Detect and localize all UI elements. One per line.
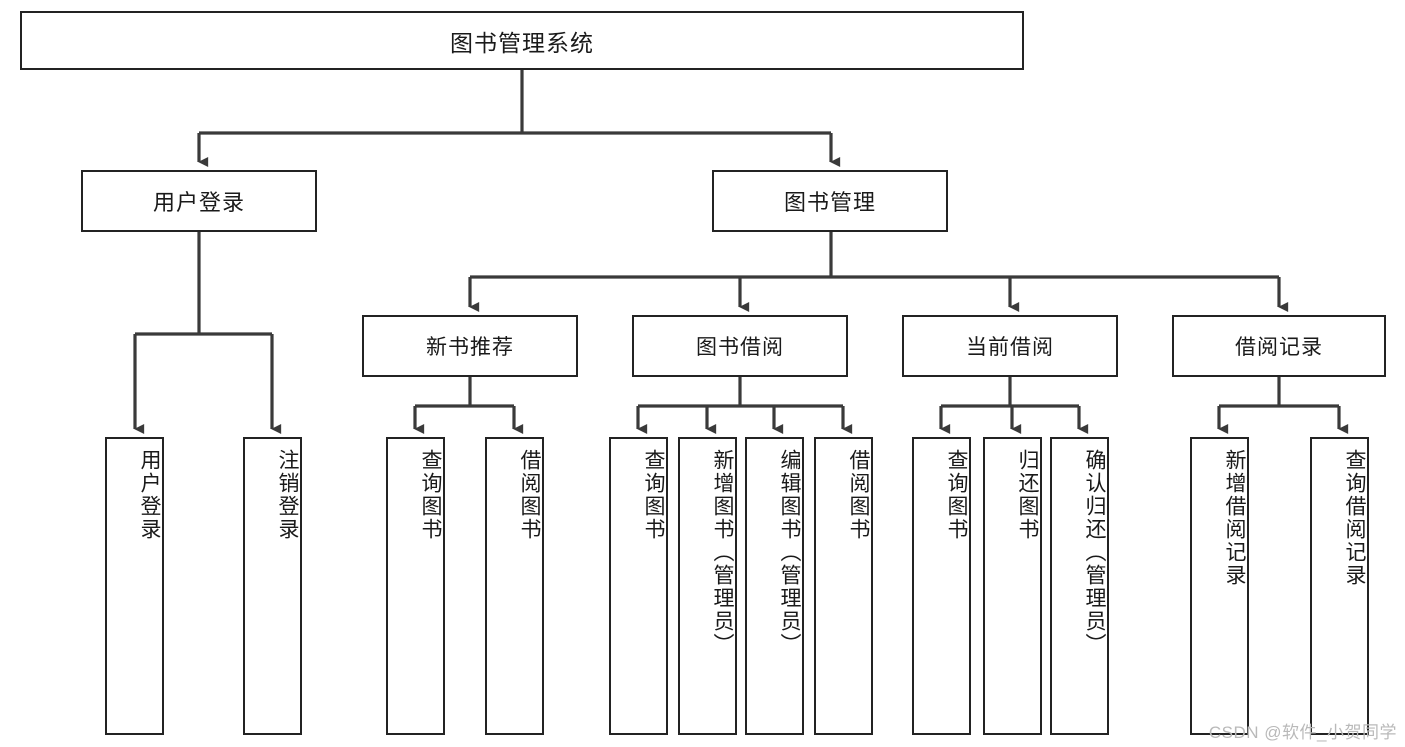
node-leaf-add-book-label: 新增图书（管理员）	[711, 449, 734, 656]
node-leaf-query-record-label: 查询借阅记录	[1343, 449, 1366, 587]
node-book-manage[interactable]: 图书管理	[712, 170, 948, 232]
node-leaf-query-book-2-label: 查询图书	[642, 449, 665, 541]
node-leaf-borrow-book-1[interactable]: 借阅图书	[485, 437, 544, 735]
node-leaf-user-logout-label: 注销登录	[276, 449, 299, 541]
node-current-borrow-label: 当前借阅	[966, 336, 1054, 359]
node-borrow-record-label: 借阅记录	[1235, 336, 1323, 359]
node-leaf-borrow-book-1-label: 借阅图书	[518, 449, 541, 541]
node-book-borrow-label: 图书借阅	[696, 336, 784, 359]
node-borrow-record[interactable]: 借阅记录	[1172, 315, 1386, 377]
node-leaf-user-login[interactable]: 用户登录	[105, 437, 164, 735]
node-leaf-query-book-3[interactable]: 查询图书	[912, 437, 971, 735]
node-book-manage-label: 图书管理	[783, 190, 876, 215]
node-user-login[interactable]: 用户登录	[81, 170, 317, 232]
csdn-watermark: CSDN @软件_小贺同学	[1208, 723, 1397, 742]
node-leaf-borrow-book-2[interactable]: 借阅图书	[814, 437, 873, 735]
node-leaf-add-record[interactable]: 新增借阅记录	[1190, 437, 1249, 735]
node-new-book-rec[interactable]: 新书推荐	[362, 315, 578, 377]
node-leaf-borrow-book-2-label: 借阅图书	[847, 449, 870, 541]
node-leaf-query-book-2[interactable]: 查询图书	[609, 437, 668, 735]
node-leaf-add-record-label: 新增借阅记录	[1223, 449, 1246, 587]
node-leaf-user-logout[interactable]: 注销登录	[243, 437, 302, 735]
node-leaf-query-book-3-label: 查询图书	[945, 449, 968, 541]
node-current-borrow[interactable]: 当前借阅	[902, 315, 1118, 377]
node-leaf-user-login-label: 用户登录	[138, 449, 161, 541]
node-leaf-confirm-return-label: 确认归还（管理员）	[1083, 449, 1106, 656]
node-root[interactable]: 图书管理系统	[20, 11, 1024, 70]
node-leaf-add-book[interactable]: 新增图书（管理员）	[678, 437, 737, 735]
node-leaf-return-book-label: 归还图书	[1016, 449, 1039, 541]
node-new-book-rec-label: 新书推荐	[426, 336, 514, 359]
node-leaf-edit-book-label: 编辑图书（管理员）	[778, 449, 801, 656]
node-leaf-query-book-1-label: 查询图书	[419, 449, 442, 541]
node-user-login-label: 用户登录	[152, 190, 245, 215]
node-leaf-return-book[interactable]: 归还图书	[983, 437, 1042, 735]
node-leaf-query-book-1[interactable]: 查询图书	[386, 437, 445, 735]
node-root-label: 图书管理系统	[450, 29, 594, 56]
node-leaf-edit-book[interactable]: 编辑图书（管理员）	[745, 437, 804, 735]
node-leaf-query-record[interactable]: 查询借阅记录	[1310, 437, 1369, 735]
node-leaf-confirm-return[interactable]: 确认归还（管理员）	[1050, 437, 1109, 735]
node-book-borrow[interactable]: 图书借阅	[632, 315, 848, 377]
